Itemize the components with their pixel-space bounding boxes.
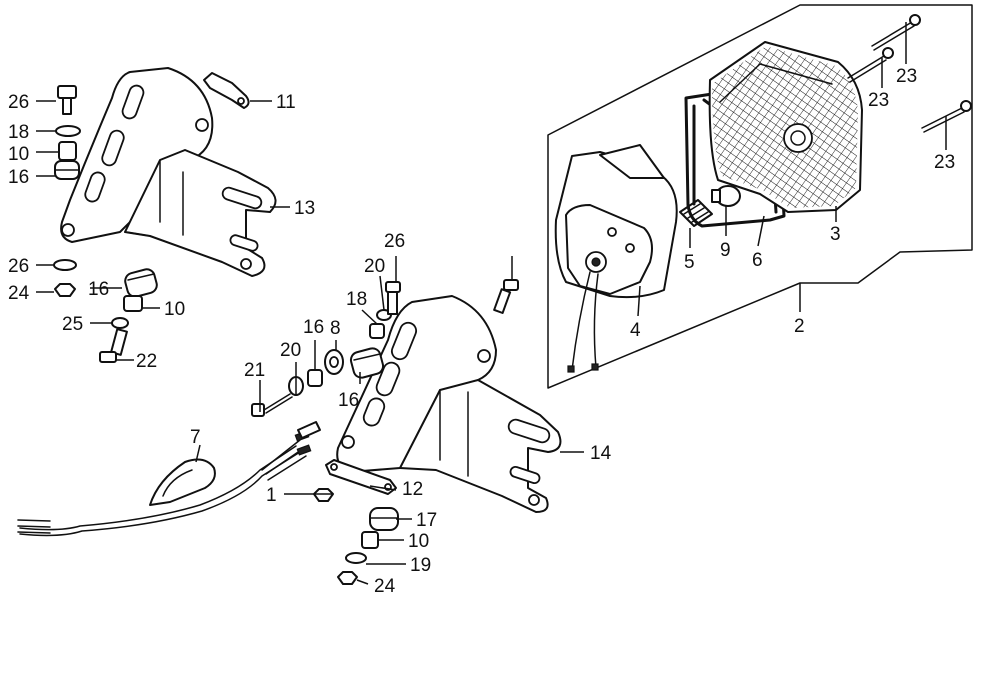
- callout-11: 11: [276, 92, 296, 113]
- callout-17: 18: [346, 289, 367, 310]
- bolt-22: [99, 328, 128, 363]
- callout-8: 8: [330, 318, 341, 339]
- callout-23-top: 23: [896, 66, 917, 87]
- bolt-26-left: [385, 281, 401, 315]
- nut-24-bottom: [337, 571, 358, 585]
- callout-9: 9: [720, 240, 731, 261]
- screw-23-right: [921, 100, 972, 133]
- callout-3: 3: [830, 224, 841, 245]
- callout-24-left: 24: [8, 283, 30, 304]
- bolt-26-right: [493, 279, 519, 314]
- callout-16-left: 16: [8, 167, 29, 188]
- washer-18-left: [55, 125, 81, 137]
- wire-harness-7: [17, 421, 321, 537]
- callout-1: 1: [266, 485, 277, 506]
- screw-23-top: [871, 14, 921, 51]
- callout-5: 5: [684, 252, 695, 273]
- assembly-outline: [547, 4, 973, 389]
- callout-18-bottom: 19: [410, 555, 431, 576]
- callout-6: 6: [752, 250, 763, 271]
- bolt-21: [57, 85, 77, 115]
- cushion-16-mid: [124, 268, 158, 298]
- washer-25-mid: [111, 317, 129, 329]
- callout-16-mid: 16: [88, 279, 109, 300]
- cushion-16-bottom: [369, 507, 399, 531]
- nut-24-left: [54, 283, 76, 297]
- bulb-9: [711, 185, 741, 207]
- callout-15: 16: [303, 317, 324, 338]
- plate-12: [325, 459, 397, 495]
- callout-10-bottom: 10: [408, 531, 429, 552]
- callout-26-left: 26: [384, 231, 405, 252]
- callout-12: 12: [402, 479, 423, 500]
- callout-25-mid: 25: [62, 314, 83, 335]
- collar-10-bottom: [361, 531, 379, 549]
- callout-4: 4: [630, 320, 641, 341]
- callout-16-bottom: 17: [416, 510, 437, 531]
- taillight-base-4: [554, 144, 678, 373]
- callout-22: 22: [136, 351, 157, 372]
- callout-23-mid: 23: [868, 90, 889, 111]
- leader-lines: [36, 22, 947, 585]
- callout-2: 2: [794, 316, 805, 337]
- callout-19: 20: [280, 340, 301, 361]
- callout-24-bottom: 24: [374, 576, 396, 597]
- screw-23-mid: [847, 47, 894, 83]
- cushion-16-left: [54, 160, 80, 180]
- wire-clip-11: [203, 72, 250, 109]
- callout-21: 26: [8, 92, 29, 113]
- callout-16-center: 16: [338, 390, 359, 411]
- gasket-5: [679, 199, 713, 227]
- collar-15: [307, 369, 323, 387]
- callout-23-right: 23: [934, 152, 955, 173]
- cushion-16-center: [349, 347, 385, 379]
- callout-13: 13: [294, 198, 315, 219]
- callout-7: 7: [190, 427, 201, 448]
- callout-14: 14: [590, 443, 612, 464]
- collar-17: [369, 323, 385, 339]
- nut-1: [313, 488, 334, 502]
- collar-10-mid: [123, 295, 143, 312]
- collar-10-left: [58, 141, 77, 161]
- callout-20: 21: [244, 360, 265, 381]
- callout-labels: 26 18 10 16 26 24 11 13 16 10 25 22 21 2…: [8, 66, 955, 597]
- washer-25-left: [53, 259, 77, 271]
- callout-18-center: 20: [364, 256, 385, 277]
- bolt-20: [251, 393, 293, 417]
- callout-10-left: 10: [8, 144, 29, 165]
- center-rear-bracket: [336, 295, 562, 513]
- callout-10-mid: 10: [164, 299, 185, 320]
- callout-25-left: 26: [8, 256, 29, 277]
- washer-18-bottom: [345, 552, 367, 564]
- upper-rear-bracket: [60, 67, 277, 277]
- callout-18-left: 18: [8, 122, 29, 143]
- lens-3: [708, 41, 863, 213]
- cushion-8: [324, 349, 344, 375]
